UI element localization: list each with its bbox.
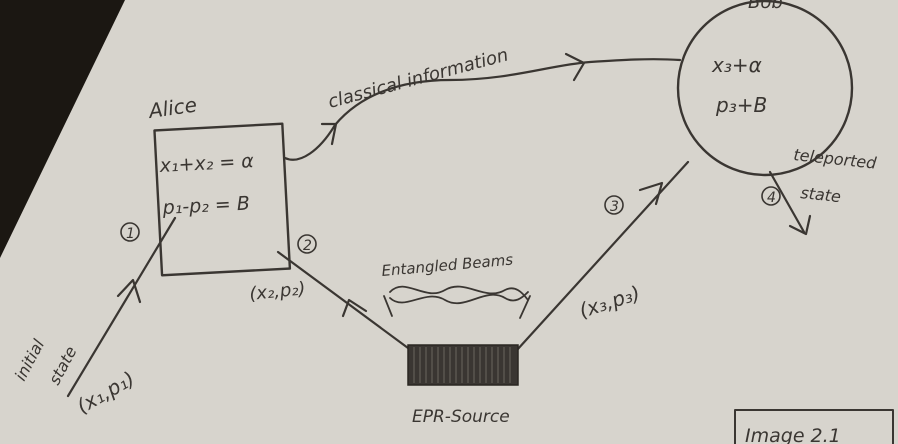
step-3-circle xyxy=(604,195,624,215)
initial-arrowhead xyxy=(116,278,142,304)
entangled-beam-arrow-left xyxy=(383,295,393,317)
teleported-state-label: state xyxy=(800,183,842,206)
epr-to-alice-line xyxy=(276,250,410,350)
alice-equation-1: x₁+x₂ = α xyxy=(158,150,255,177)
epr-to-bob-arrowhead xyxy=(638,181,664,206)
alice-box xyxy=(153,122,292,277)
bob-circle xyxy=(676,0,854,177)
entangled-beam-wave-1 xyxy=(389,285,529,301)
classical-arrowhead-1 xyxy=(320,122,338,146)
step-2-circle xyxy=(297,234,317,254)
teleported-arrow-line xyxy=(768,170,806,234)
epr-source-block xyxy=(407,344,519,386)
step-4-circle xyxy=(761,186,781,206)
bob-equation-2: p₃+B xyxy=(715,93,767,117)
step-1-number: 1 xyxy=(126,226,135,242)
classical-channel-arrow xyxy=(283,58,682,161)
classical-arrowhead-2 xyxy=(564,52,586,82)
step-3-number: 3 xyxy=(610,199,619,215)
epr-to-alice-arrowhead xyxy=(341,298,368,318)
caption-text: Image 2.1 xyxy=(745,425,841,444)
bob-label: Bob xyxy=(748,0,783,13)
teleported-arrowhead xyxy=(788,214,812,236)
bob-equation-1: x₃+α xyxy=(711,53,762,77)
epr-source-hatching xyxy=(413,347,511,383)
step-2-number: 2 xyxy=(303,238,312,254)
entangled-beam-arrow-right xyxy=(519,295,531,319)
step-4-number: 4 xyxy=(767,190,776,206)
alice-equation-2: p₁-p₂ = B xyxy=(161,192,250,219)
entangled-beam-wave-2 xyxy=(389,291,529,305)
caption-box xyxy=(734,409,894,444)
step-1-circle xyxy=(120,222,140,242)
initial-state-line xyxy=(66,216,177,398)
epr-source-label: EPR-Source xyxy=(412,407,510,427)
